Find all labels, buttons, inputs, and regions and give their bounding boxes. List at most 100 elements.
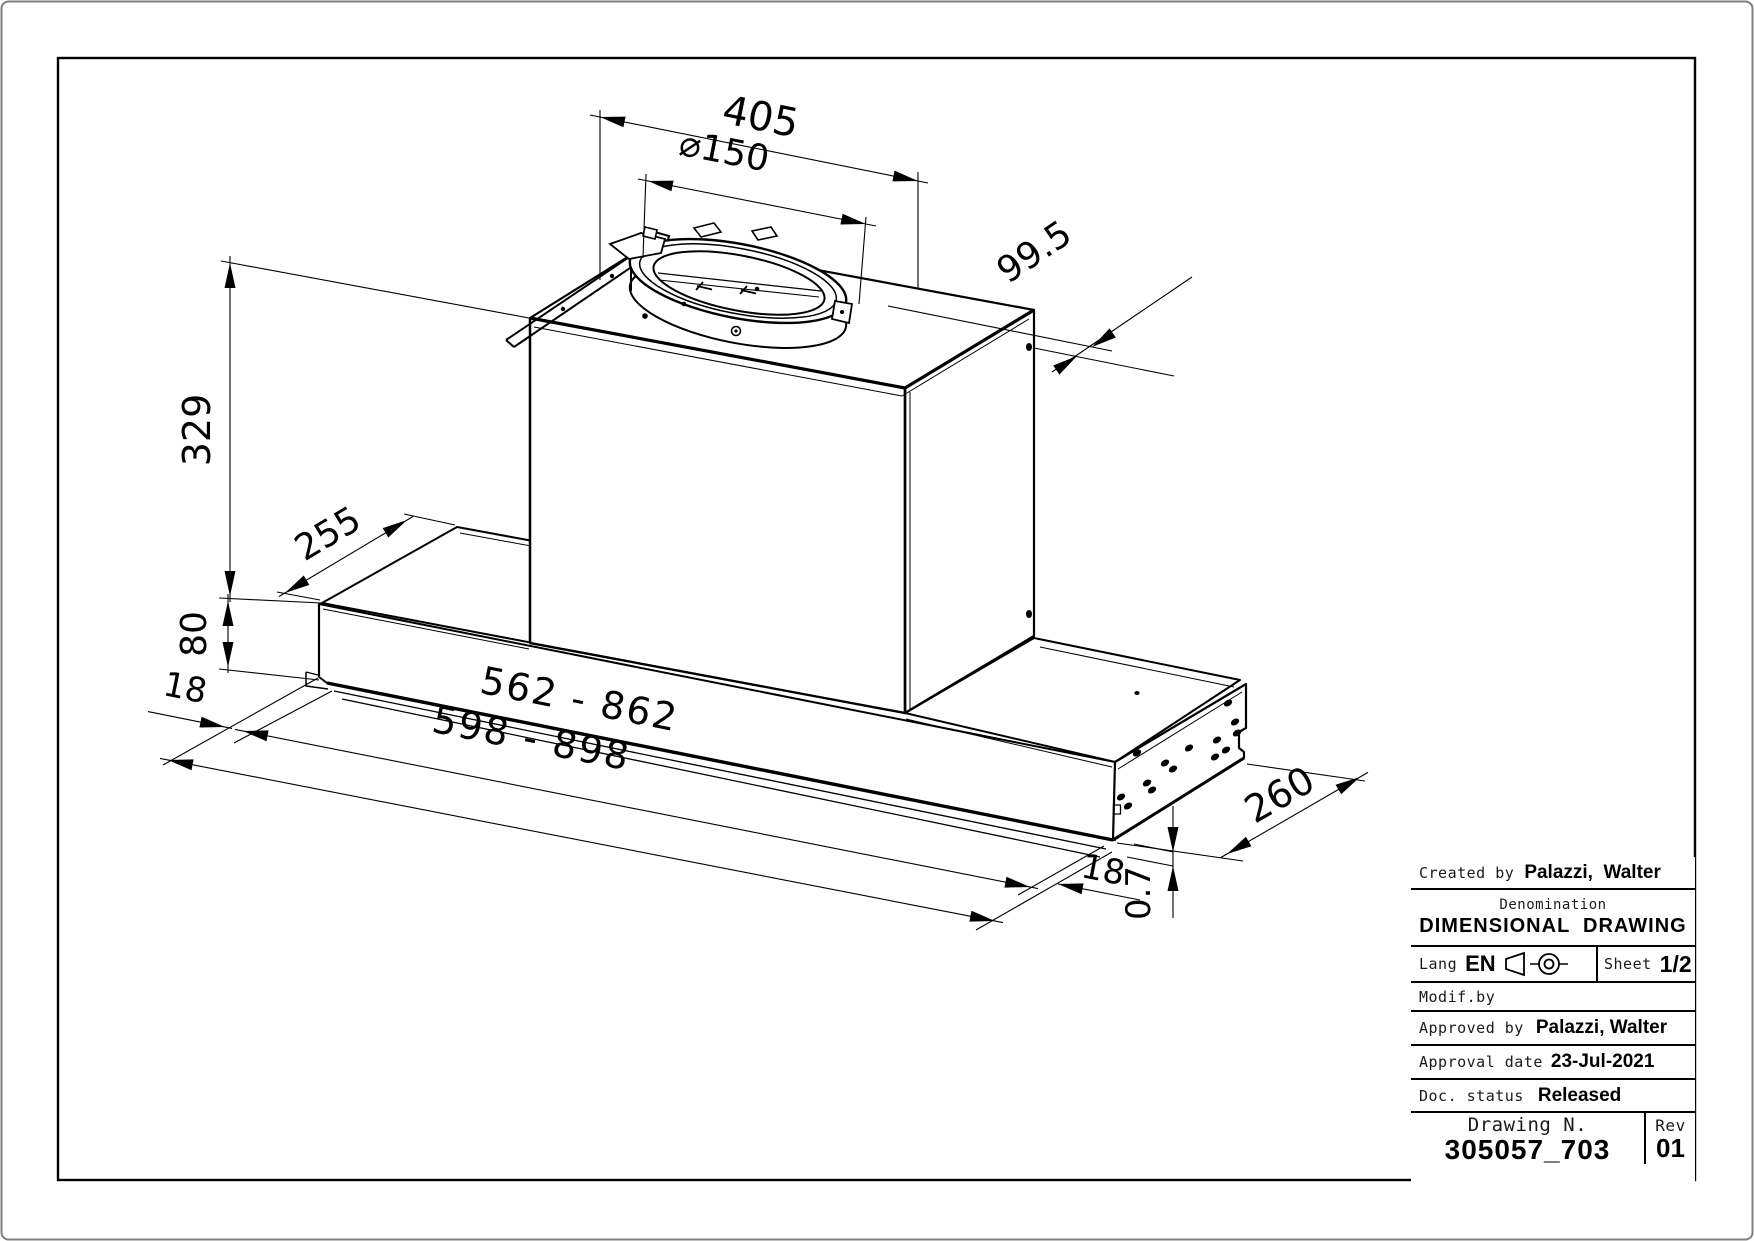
dim-80-label: 80 xyxy=(174,611,215,657)
hood-screw-bottom xyxy=(1026,610,1032,618)
collar-bolt xyxy=(642,226,658,240)
damper-arrow-marks xyxy=(695,281,757,295)
dim-329-label: 329 xyxy=(175,394,219,467)
base-front-fold-left xyxy=(322,608,530,650)
base-back-fold-right xyxy=(1039,646,1235,688)
approved-by-value: Palazzi, Walter xyxy=(1535,1017,1668,1038)
dim-0-7-lines xyxy=(1126,806,1174,918)
arrow-icon xyxy=(382,520,407,538)
arrow-icon xyxy=(199,716,225,728)
collar-bracket xyxy=(608,232,667,260)
bracket-hole xyxy=(1184,744,1194,752)
bracket-hole xyxy=(1232,729,1242,737)
drawing-number-cell: Drawing N. 305057_703 xyxy=(1411,1113,1646,1164)
rail-outer-line xyxy=(505,242,651,341)
created-by-value: Palazzi, Walter xyxy=(1524,861,1661,883)
projection-cone-icon xyxy=(1504,951,1525,977)
drawing-frame xyxy=(56,56,1697,1182)
bracket-hole xyxy=(1221,746,1231,754)
created-by-label: Created by xyxy=(1419,863,1515,882)
arrow-icon xyxy=(840,213,866,225)
arrow-icon xyxy=(1092,328,1116,347)
bracket-hole xyxy=(1160,759,1170,767)
title-block-lang-row: Lang EN Sheet 1/2 xyxy=(1411,947,1695,983)
hood-top-fold-right xyxy=(901,318,1030,397)
rail-end-left xyxy=(505,339,515,348)
bracket-square-hole xyxy=(1112,804,1122,815)
bracket-hole xyxy=(1230,718,1240,726)
sheet-label: Sheet xyxy=(1604,955,1652,973)
collar-screw-center xyxy=(734,329,738,333)
bracket-hole xyxy=(1212,736,1222,744)
dim-329: 329 xyxy=(175,256,530,604)
base-top-face-right xyxy=(904,637,1241,763)
approval-date-value: 23-Jul-2021 xyxy=(1550,1051,1655,1072)
damper-chord-2 xyxy=(658,279,820,298)
bracket-hole xyxy=(1123,802,1133,810)
collar-rivet xyxy=(681,301,687,307)
revision-label: Rev xyxy=(1655,1116,1686,1135)
dim-99-5-lines xyxy=(887,276,1193,377)
bracket-hole xyxy=(1223,699,1233,707)
title-block-modif-row: Modif.by xyxy=(1411,983,1695,1012)
collar-latch-screw xyxy=(840,310,844,314)
dim-329-lines xyxy=(218,256,530,604)
bracket-hole xyxy=(1116,793,1126,801)
collar-opening xyxy=(652,250,826,316)
collar-tab xyxy=(750,226,779,241)
dim-18-left: 18 xyxy=(147,664,233,729)
drawing-number-value: 305057_703 xyxy=(1444,1133,1611,1164)
arrow-icon xyxy=(285,575,310,593)
arrow-icon xyxy=(892,170,918,182)
dim-18-right: 18 xyxy=(1057,846,1141,901)
collar-rivet xyxy=(642,313,648,319)
arrow-icon xyxy=(1058,883,1084,895)
title-block: Created by Palazzi, Walter Denomination … xyxy=(1411,857,1695,1182)
approval-date-label: Approval date xyxy=(1419,1053,1543,1071)
bracket-hole xyxy=(1147,786,1157,794)
title-block-approved-row: Approved by Palazzi, Walter xyxy=(1411,1012,1695,1046)
visor-corner-notch xyxy=(305,672,329,690)
sheet-value: 1/2 xyxy=(1659,950,1692,977)
collar-rivet xyxy=(754,286,760,292)
arrow-icon xyxy=(222,601,234,626)
title-block-number-row: Drawing N. 305057_703 Rev 01 xyxy=(1411,1113,1695,1164)
dim-18-left-label: 18 xyxy=(160,664,210,712)
dim-80: 80 xyxy=(174,594,320,681)
hood-bottom-edges xyxy=(529,635,1035,715)
arrow-icon xyxy=(224,263,236,288)
approved-by-label: Approved by xyxy=(1419,1019,1524,1037)
arrow-icon xyxy=(600,116,626,128)
bracket-hole xyxy=(1132,749,1142,757)
bracket-top-fold xyxy=(1117,691,1243,770)
title-block-status-row: Doc. status Released xyxy=(1411,1080,1695,1113)
denomination-value: DIMENSIONAL DRAWING xyxy=(1419,915,1687,937)
revision-cell: Rev 01 xyxy=(1646,1113,1695,1164)
arrow-icon xyxy=(1167,827,1179,852)
hood-top-fold-front xyxy=(533,326,903,397)
visor-line-outer xyxy=(333,690,1107,850)
revision-value: 01 xyxy=(1656,1133,1685,1163)
base-bottom-edge xyxy=(326,681,1114,842)
doc-status-label: Doc. status xyxy=(1419,1086,1524,1105)
dim-405-lines xyxy=(589,110,929,288)
title-block-denomination-row: Denomination DIMENSIONAL DRAWING xyxy=(1411,890,1695,947)
rail-screw xyxy=(609,273,615,279)
arrow-icon xyxy=(648,180,674,192)
visor-corner-tick xyxy=(305,671,319,676)
visor-line-inner xyxy=(341,698,1101,858)
arrow-icon xyxy=(1167,866,1179,891)
lang-label: Lang xyxy=(1419,955,1458,973)
bracket-hole xyxy=(1142,779,1152,787)
denomination-label: Denomination xyxy=(1499,897,1607,913)
arrow-icon xyxy=(168,759,194,771)
dim-18-right-label: 18 xyxy=(1078,846,1128,894)
arrow-icon xyxy=(1227,836,1252,854)
projection-circle-outer-icon xyxy=(1537,953,1560,975)
lang-cell: Lang EN xyxy=(1411,947,1598,981)
dim-150-lines xyxy=(637,173,877,305)
rail-screw xyxy=(560,306,566,312)
arrow-icon xyxy=(1053,356,1077,375)
